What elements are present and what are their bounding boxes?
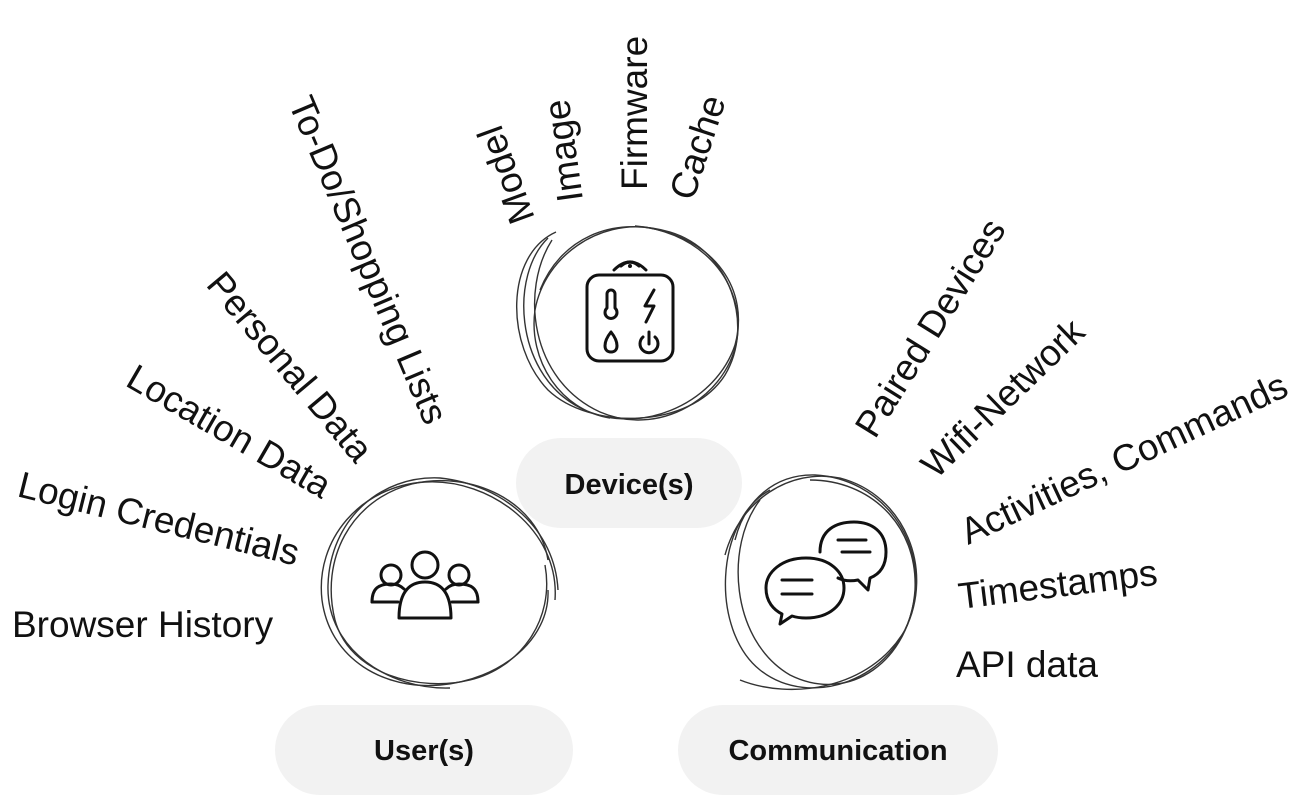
device-item-cache: Cache: [662, 90, 734, 204]
user-group: To-Do/Shopping Lists Personal Data Locat…: [12, 90, 573, 795]
users-group-icon: [370, 550, 480, 620]
communication-pill-label: Communication: [728, 735, 947, 767]
device-pill: Device(s): [516, 438, 742, 528]
user-item-browser-history: Browser History: [12, 604, 274, 645]
device-pill-label: Device(s): [565, 469, 694, 501]
communication-group: Paired Devices Wifi-Network Activities, …: [678, 211, 1294, 795]
user-pill-label: User(s): [374, 735, 474, 767]
device-sketch-circle: [516, 225, 740, 421]
device-group: Model Image Firmware Cache Device(s): [470, 36, 742, 528]
communication-pill: Communication: [678, 705, 998, 795]
device-item-model: Model: [470, 121, 543, 230]
smart-device-icon: [585, 260, 675, 363]
chat-bubbles-icon: [764, 520, 888, 626]
user-item-login-credentials: Login Credentials: [14, 464, 303, 573]
device-item-firmware: Firmware: [614, 36, 655, 190]
user-sketch-circle: [320, 477, 559, 689]
user-pill: User(s): [275, 705, 573, 795]
device-item-image: Image: [536, 97, 591, 205]
communication-item-timestamps: Timestamps: [956, 552, 1160, 617]
communication-item-api-data: API data: [956, 644, 1098, 685]
communication-sketch-circle: [724, 474, 918, 690]
